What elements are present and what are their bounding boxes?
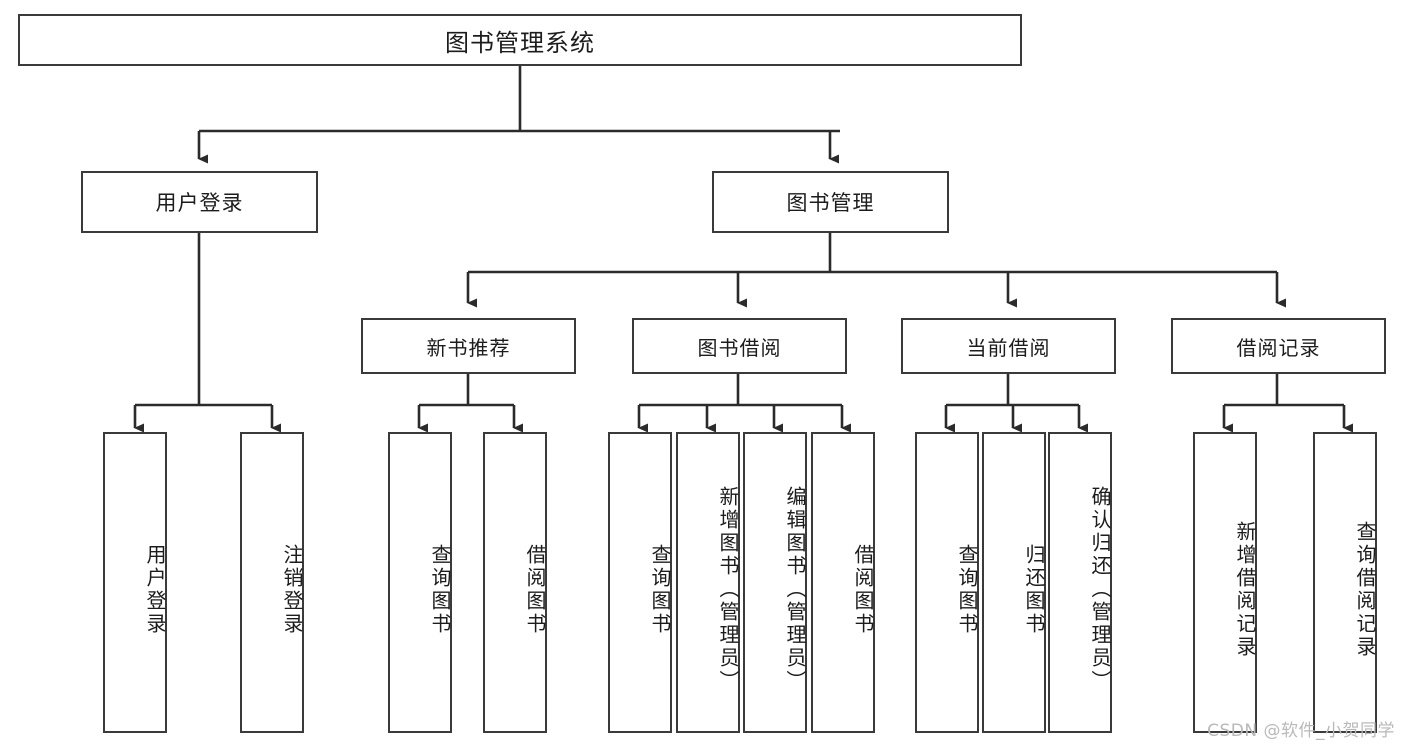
node-borrow-record[interactable]: 借阅记录 (1171, 318, 1386, 374)
node-user-login-label: 用户登录 (155, 191, 244, 215)
leaf-book-borrow-add[interactable]: 新增图书（管理员） (676, 432, 740, 733)
node-book-management-label: 图书管理 (786, 191, 875, 215)
leaf-current-borrow-confirm-return[interactable]: 确认归还（管理员） (1048, 432, 1112, 733)
node-book-borrow-label: 图书借阅 (697, 335, 782, 360)
node-current-borrow-label: 当前借阅 (966, 335, 1051, 360)
node-user-login[interactable]: 用户登录 (81, 171, 318, 233)
node-new-book-recommend[interactable]: 新书推荐 (361, 318, 576, 374)
leaf-book-borrow-edit-label: 编辑图书（管理员） (783, 486, 807, 693)
node-book-borrow[interactable]: 图书借阅 (632, 318, 847, 374)
leaf-user-login-logout-label: 注销登录 (280, 543, 304, 636)
leaf-new-book-borrow-label: 借阅图书 (523, 543, 547, 636)
leaf-new-book-borrow[interactable]: 借阅图书 (483, 432, 547, 733)
leaf-book-borrow-query[interactable]: 查询图书 (608, 432, 672, 733)
leaf-current-borrow-query-label: 查询图书 (955, 543, 979, 636)
leaf-borrow-record-query[interactable]: 查询借阅记录 (1313, 432, 1377, 733)
leaf-current-borrow-query[interactable]: 查询图书 (915, 432, 979, 733)
node-root-label: 图书管理系统 (445, 28, 595, 57)
node-current-borrow[interactable]: 当前借阅 (901, 318, 1116, 374)
leaf-borrow-record-query-label: 查询借阅记录 (1353, 520, 1377, 659)
leaf-book-borrow-add-label: 新增图书（管理员） (716, 486, 740, 693)
leaf-borrow-record-add-label: 新增借阅记录 (1233, 520, 1257, 659)
leaf-user-login-logout[interactable]: 注销登录 (240, 432, 304, 733)
leaf-current-borrow-confirm-return-label: 确认归还（管理员） (1088, 486, 1112, 693)
watermark: CSDN @软件_小贺同学 (1207, 721, 1395, 741)
node-book-management[interactable]: 图书管理 (712, 171, 949, 233)
leaf-user-login-login-label: 用户登录 (143, 543, 167, 636)
leaf-book-borrow-query-label: 查询图书 (648, 543, 672, 636)
leaf-borrow-record-add[interactable]: 新增借阅记录 (1193, 432, 1257, 733)
leaf-new-book-query-label: 查询图书 (428, 543, 452, 636)
node-borrow-record-label: 借阅记录 (1236, 335, 1321, 360)
node-root-book-management-system[interactable]: 图书管理系统 (18, 14, 1022, 66)
leaf-new-book-query[interactable]: 查询图书 (388, 432, 452, 733)
leaf-book-borrow-borrow-label: 借阅图书 (851, 543, 875, 636)
leaf-user-login-login[interactable]: 用户登录 (103, 432, 167, 733)
leaf-current-borrow-return[interactable]: 归还图书 (982, 432, 1046, 733)
leaf-current-borrow-return-label: 归还图书 (1022, 543, 1046, 636)
node-new-book-recommend-label: 新书推荐 (426, 335, 511, 360)
leaf-book-borrow-edit[interactable]: 编辑图书（管理员） (743, 432, 807, 733)
leaf-book-borrow-borrow[interactable]: 借阅图书 (811, 432, 875, 733)
